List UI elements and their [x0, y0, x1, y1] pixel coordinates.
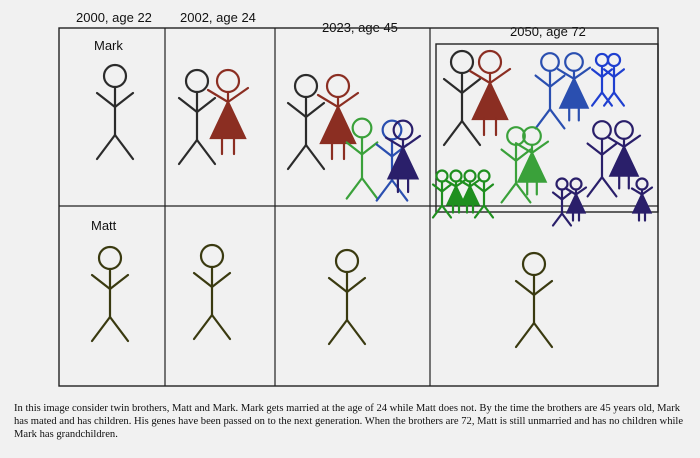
wife-2050-figure [468, 49, 512, 137]
matt-2000-figure [90, 245, 130, 343]
family-grid [58, 27, 659, 387]
row-label-matt: Matt [91, 218, 117, 233]
child-2050-blue-f [556, 52, 592, 122]
matt-2050-figure [514, 251, 554, 349]
mark-2000-figure [95, 63, 135, 161]
grandchild-2050-navy-3 [630, 177, 654, 222]
grandchild-2050-green-4 [473, 169, 495, 219]
wife-2023-figure [316, 73, 360, 161]
column-header-2002: 2002, age 24 [180, 10, 256, 25]
mark-2050-figure [442, 49, 482, 147]
grandchild-2050-navy-2 [564, 177, 588, 222]
column-header-2000: 2000, age 22 [76, 10, 152, 25]
grid-frame [58, 27, 659, 387]
child-2023-navy [384, 119, 422, 194]
child-2050-blue-m [534, 52, 566, 130]
grid-inner-2050-box [435, 43, 659, 213]
child-2050-navy-f [606, 120, 642, 190]
child-2050-green-f [514, 126, 550, 196]
grandchild-2050-green-3 [458, 169, 482, 214]
grandchild-2050-blue-2 [602, 52, 626, 107]
grandchild-2050-green-1 [431, 169, 453, 219]
matt-2002-figure [192, 243, 232, 341]
grandchild-2050-green-2 [444, 169, 468, 214]
caption-text: In this image consider twin brothers, Ma… [14, 403, 684, 440]
mark-2023-figure [286, 73, 326, 171]
wife-2002-figure [206, 68, 250, 156]
mark-2002-figure [177, 68, 217, 166]
row-label-mark: Mark [94, 38, 123, 53]
child-2050-navy-m [586, 120, 618, 198]
matt-2023-figure [327, 248, 367, 346]
grandchild-2050-navy-1 [551, 177, 573, 227]
child-2023-green [345, 117, 379, 200]
